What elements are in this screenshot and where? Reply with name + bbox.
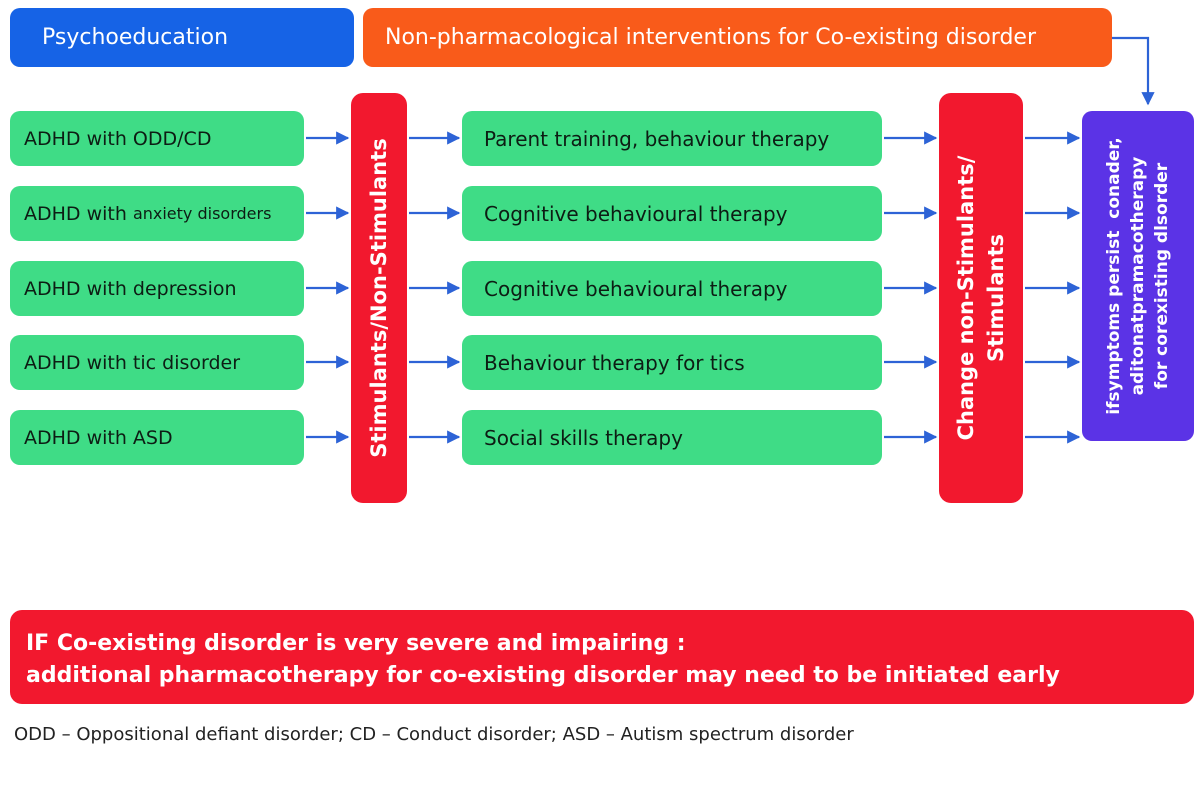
severe-line1: IF Co-existing disorder is very severe a… [26, 631, 686, 656]
severe-disorder-box: IF Co-existing disorder is very severe a… [10, 610, 1194, 704]
condition-asd: ADHD with ASD [10, 410, 304, 465]
condition-label: ADHD with [24, 202, 133, 225]
arrow-nonpharm-persist [1112, 36, 1155, 106]
therapy-cbt-depression: Cognitive behavioural therapy [462, 261, 882, 316]
condition-anxiety: ADHD with anxiety disorders [10, 186, 304, 241]
therapy-label: Cognitive behavioural therapy [484, 201, 788, 226]
condition-label-small: anxiety disorders [132, 204, 272, 223]
severe-line2: additional pharmacotherapy for co-existi… [26, 663, 1060, 688]
therapy-cbt-anxiety: Cognitive behavioural therapy [462, 186, 882, 241]
therapy-tics: Behaviour therapy for tics [462, 335, 882, 390]
condition-label: ADHD with ODD/CD [24, 127, 212, 150]
therapy-label: Cognitive behavioural therapy [484, 276, 788, 301]
change-medication-bar: Change non-Stimulants/ Stimulants [939, 93, 1023, 503]
therapy-label: Behaviour therapy for tics [484, 350, 745, 375]
stimulants-bar: Stimulants/Non-Stimulants [351, 93, 407, 503]
condition-label: ADHD with depression [24, 277, 237, 300]
non-pharmacological-label: Non-pharmacological interventions for Co… [385, 25, 1036, 50]
therapy-label: Parent training, behaviour therapy [484, 126, 830, 151]
condition-odd-cd: ADHD with ODD/CD [10, 111, 304, 166]
psychoeducation-label: Psychoeducation [42, 25, 229, 50]
footnote: ODD – Oppositional defiant disorder; CD … [14, 724, 854, 745]
therapy-social-skills: Social skills therapy [462, 410, 882, 465]
non-pharmacological-box: Non-pharmacological interventions for Co… [363, 8, 1112, 67]
condition-label: ADHD with tic disorder [24, 351, 241, 374]
psychoeducation-box: Psychoeducation [10, 8, 354, 67]
condition-tic: ADHD with tic disorder [10, 335, 304, 390]
condition-label: ADHD with ASD [24, 426, 173, 449]
therapy-parent-training: Parent training, behaviour therapy [462, 111, 882, 166]
therapy-label: Social skills therapy [484, 425, 683, 450]
condition-depression: ADHD with depression [10, 261, 304, 316]
persist-box: ifsymptoms persist conader, aditonatpram… [1082, 111, 1194, 441]
